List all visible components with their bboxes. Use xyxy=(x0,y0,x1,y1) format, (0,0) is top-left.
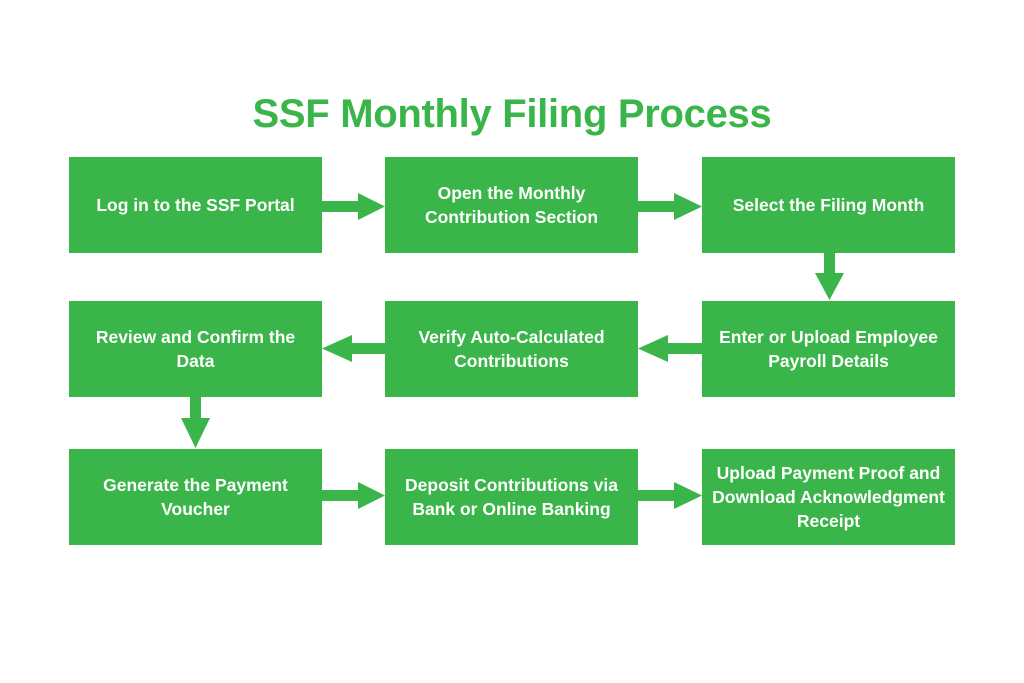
step-8-box: Deposit Contributions via Bank or Online… xyxy=(385,449,638,545)
step-2-label: Open the Monthly Contribution Section xyxy=(424,183,599,227)
diagram-title: SSF Monthly Filing Process xyxy=(252,92,772,136)
step-8-label: Deposit Contributions via Bank or Online… xyxy=(405,475,618,519)
arrow-down-icon xyxy=(815,253,844,300)
arrow-right-icon xyxy=(322,193,385,220)
arrow-left-icon xyxy=(638,335,702,362)
step-2-box: Open the Monthly Contribution Section xyxy=(385,157,638,253)
step-5-box: Verify Auto-Calculated Contributions xyxy=(385,301,638,397)
step-4-label: Enter or Upload Employee Payroll Details xyxy=(719,327,938,371)
step-1-box: Log in to the SSF Portal xyxy=(69,157,322,253)
arrow-left-icon xyxy=(322,335,385,362)
step-7-box: Generate the Payment Voucher xyxy=(69,449,322,545)
step-3-label: Select the Filing Month xyxy=(732,195,925,215)
step-6-box: Review and Confirm the Data xyxy=(69,301,322,397)
arrow-right-icon xyxy=(638,482,702,509)
arrow-right-icon xyxy=(638,193,702,220)
step-1-label: Log in to the SSF Portal xyxy=(96,195,295,215)
step-4-box: Enter or Upload Employee Payroll Details xyxy=(702,301,955,397)
step-3-box: Select the Filing Month xyxy=(702,157,955,253)
step-9-box: Upload Payment Proof and Download Acknow… xyxy=(702,449,955,545)
step-9-label: Upload Payment Proof and Download Acknow… xyxy=(712,463,945,531)
step-5-label: Verify Auto-Calculated Contributions xyxy=(418,327,605,371)
step-6-label: Review and Confirm the Data xyxy=(95,327,296,371)
step-7-label: Generate the Payment Voucher xyxy=(103,475,288,519)
arrow-down-icon xyxy=(181,397,210,448)
arrow-right-icon xyxy=(322,482,385,509)
